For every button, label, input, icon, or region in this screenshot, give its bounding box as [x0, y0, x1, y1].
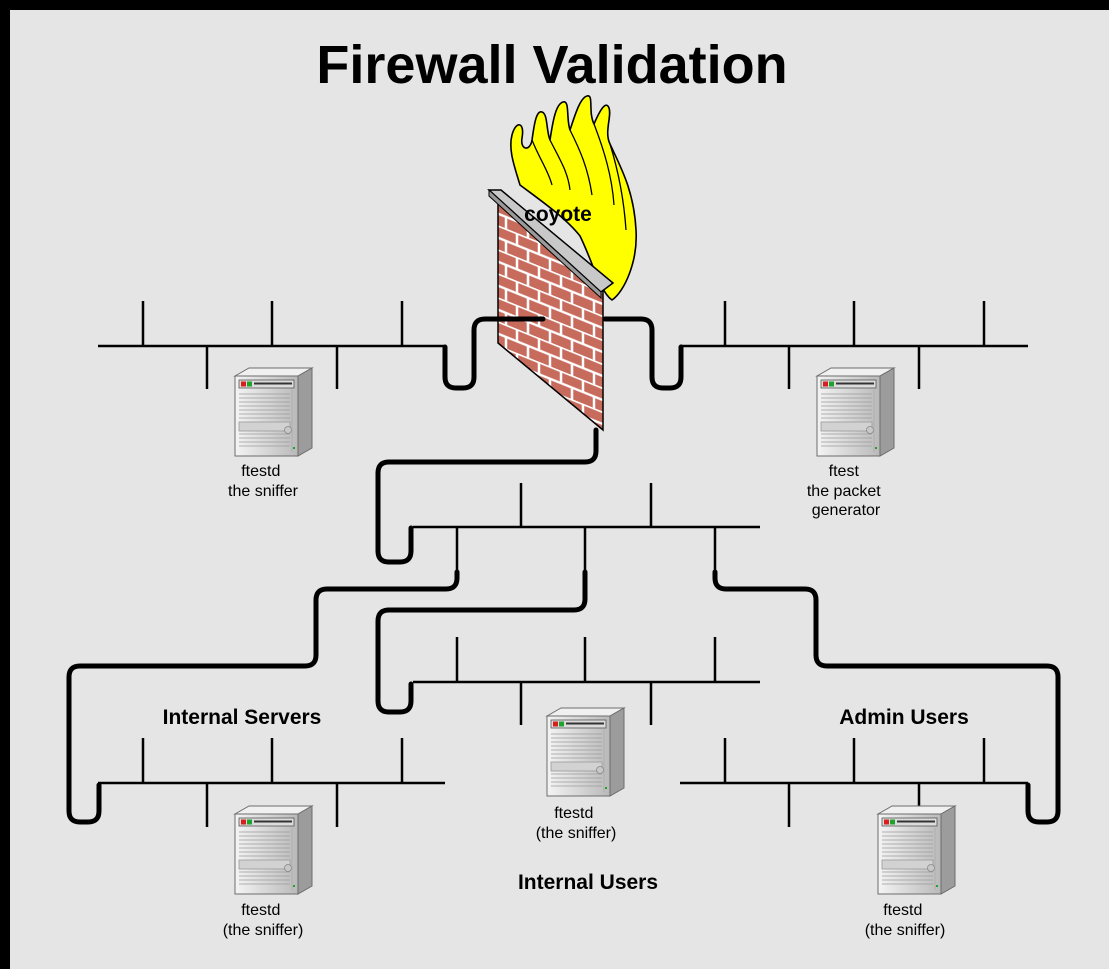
- flame-detail: [531, 123, 627, 231]
- page-title: Firewall Validation: [316, 35, 787, 95]
- server-sniffer-admin-users-icon: [877, 805, 956, 895]
- server-label-sniffer-internal-users: ftestd (the sniffer): [536, 805, 617, 842]
- network-outside-right: [680, 301, 1028, 389]
- segment-label-internal-users: Internal Users: [518, 871, 658, 894]
- server-packet-generator-icon: [816, 367, 895, 457]
- server-sniffer-outside-icon: [234, 367, 313, 457]
- flame-icon: [510, 95, 637, 301]
- network-core: [413, 483, 760, 570]
- server-label-sniffer-admin-users: ftestd (the sniffer): [865, 902, 946, 939]
- segment-label-admin-users: Admin Users: [839, 706, 969, 729]
- network-outside-left: [98, 301, 444, 389]
- server-sniffer-internal-servers-icon: [234, 805, 313, 895]
- network-internal-users: [413, 637, 760, 725]
- firewall-label: coyote: [524, 203, 592, 226]
- cables: [66, 316, 1061, 825]
- segment-label-internal-servers: Internal Servers: [163, 706, 322, 729]
- network-admin-users: [680, 738, 1028, 827]
- server-sniffer-internal-users-icon: [546, 707, 625, 797]
- server-label-packet-generator: ftest the packet generator: [807, 463, 885, 519]
- firewall-diagram: Firewall Validation coyote: [66, 35, 1061, 939]
- diagram-canvas: Firewall Validation coyote: [10, 10, 1109, 969]
- network-internal-servers: [98, 738, 445, 827]
- server-label-sniffer-internal-servers: ftestd (the sniffer): [223, 902, 304, 939]
- server-label-sniffer-outside: ftestd the sniffer: [228, 463, 299, 500]
